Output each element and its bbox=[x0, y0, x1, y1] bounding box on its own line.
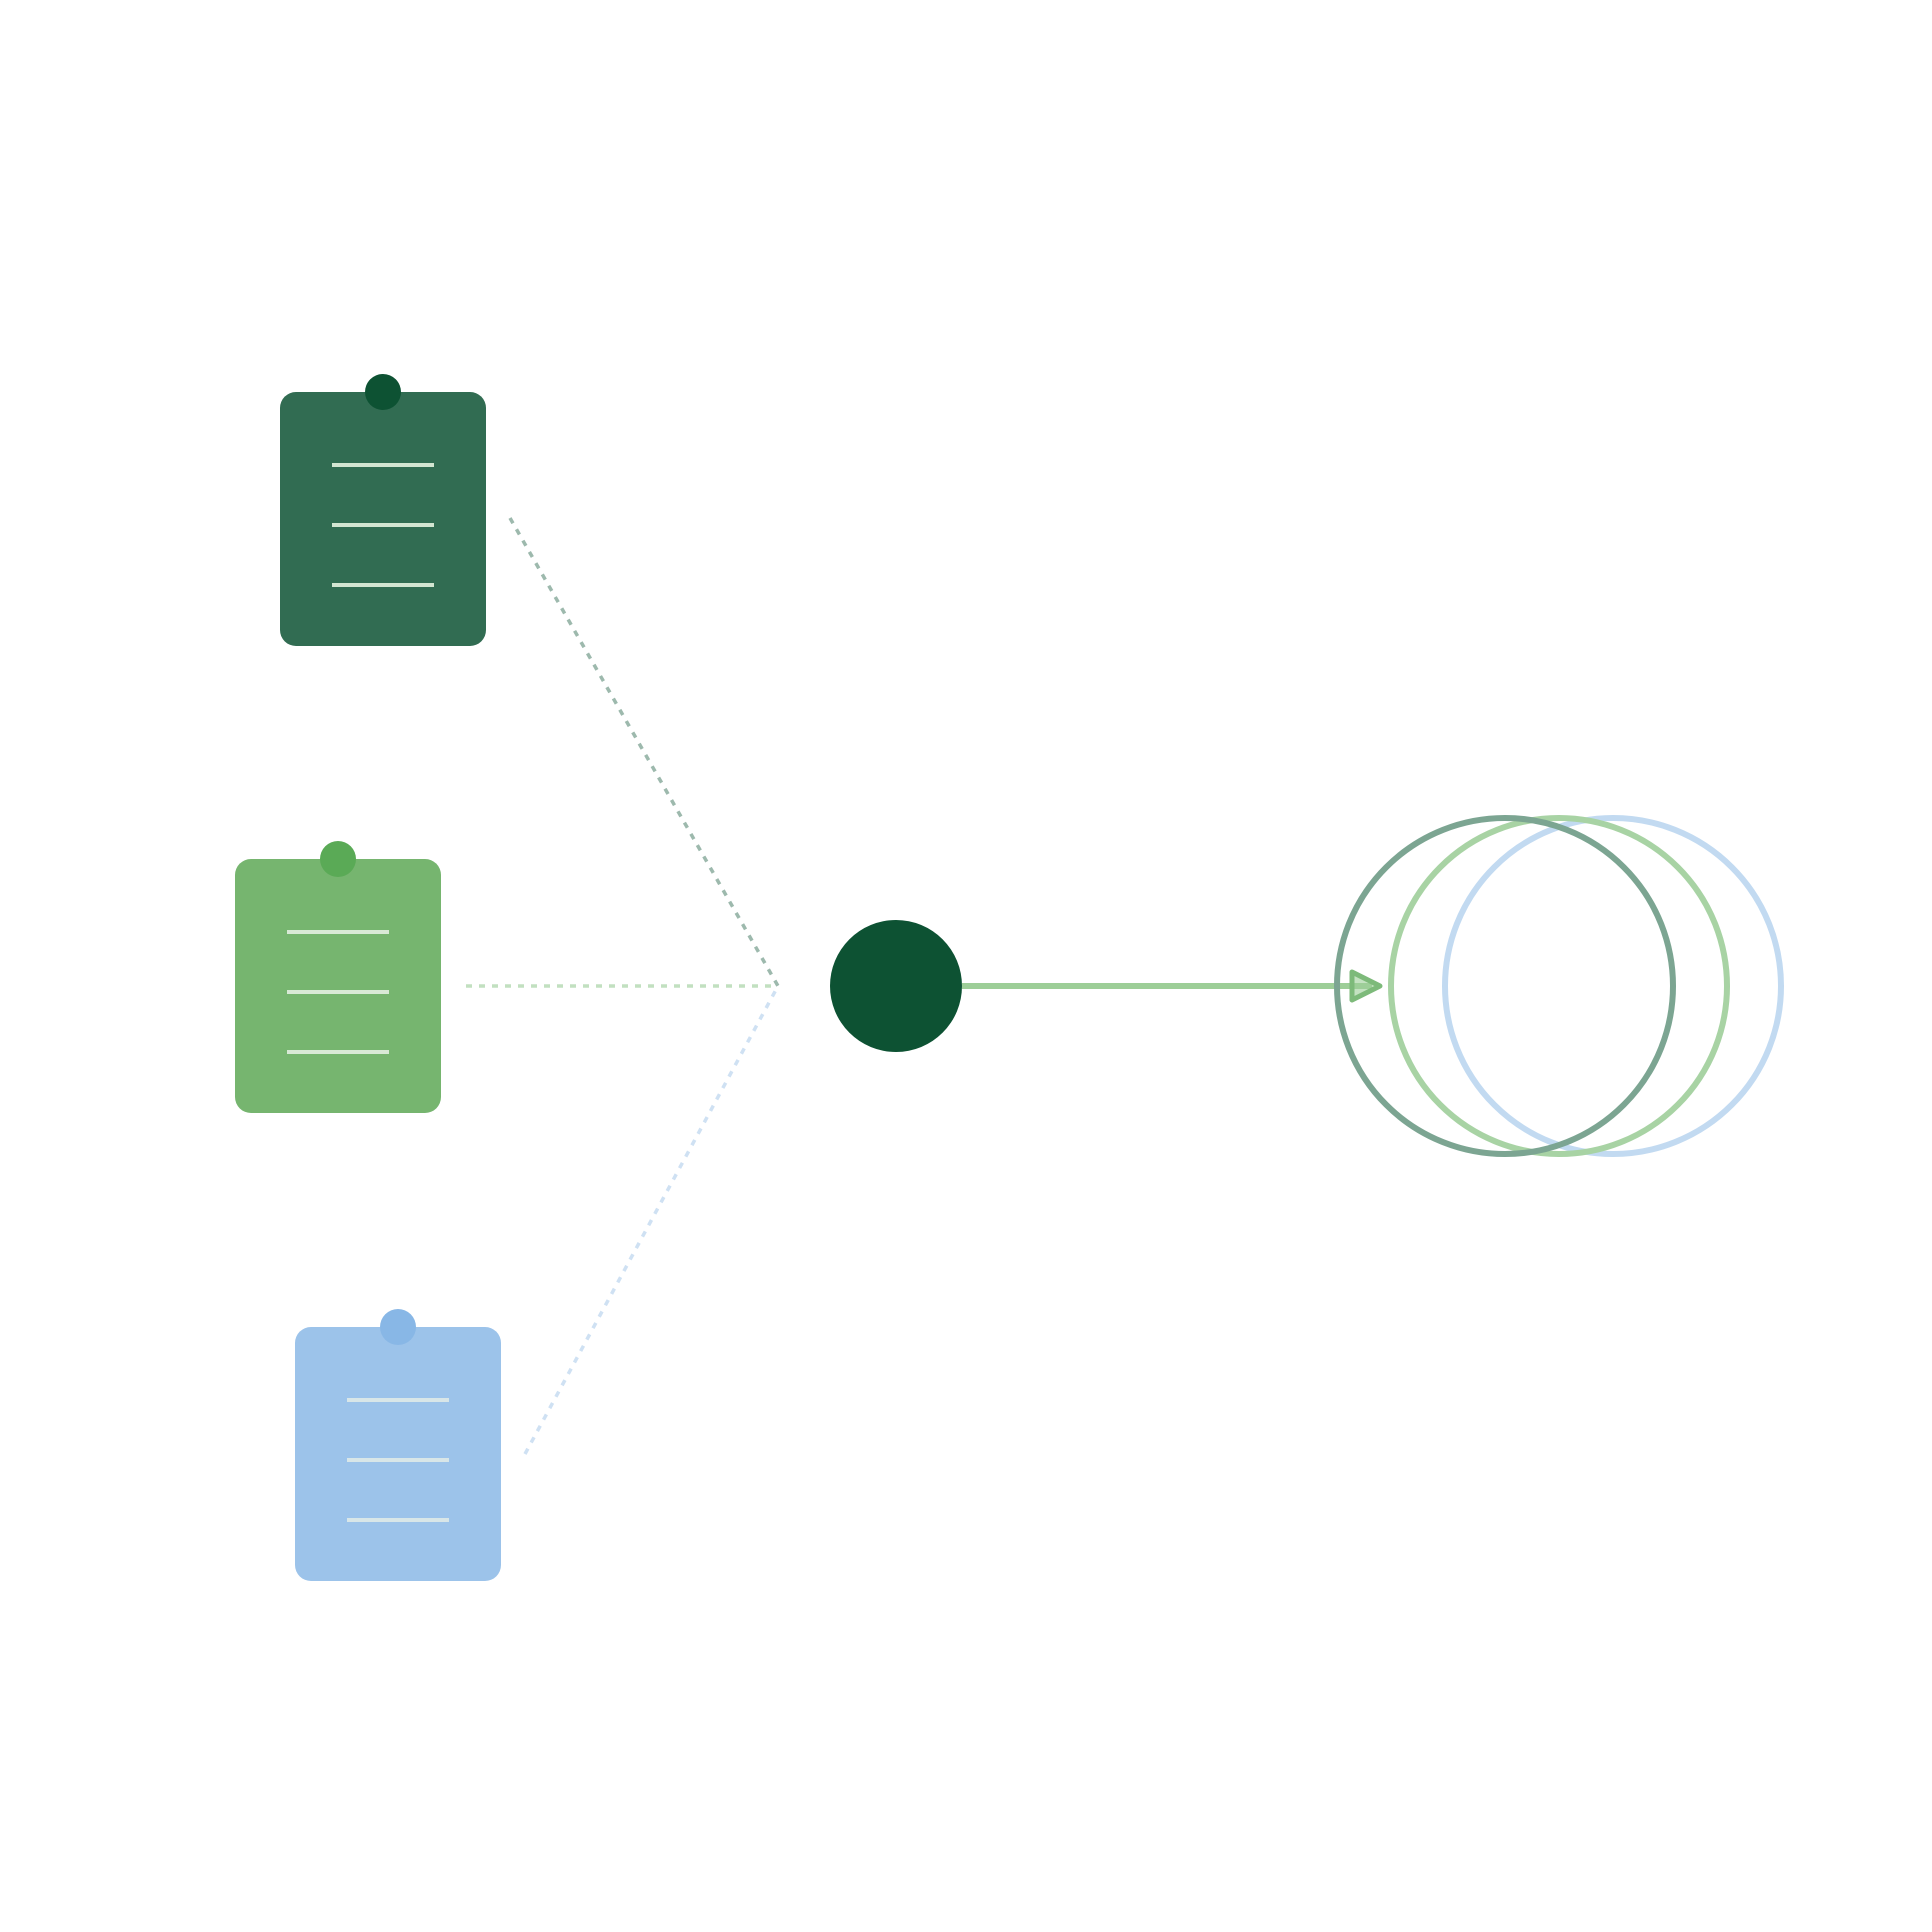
ring-dark-green bbox=[1334, 815, 1676, 1157]
output-arrow bbox=[962, 969, 1383, 1003]
output-rings bbox=[1334, 815, 1784, 1157]
clipboard-clip bbox=[320, 841, 356, 877]
ring-light-green bbox=[1388, 815, 1730, 1157]
clipboard-board bbox=[235, 859, 441, 1113]
connectors bbox=[466, 517, 780, 1455]
clipboard-icon bbox=[280, 374, 486, 646]
clipboard-clip bbox=[365, 374, 401, 410]
connector-dark-green bbox=[508, 517, 780, 987]
ring-light-blue bbox=[1442, 815, 1784, 1157]
clipboard-board bbox=[280, 392, 486, 646]
arrow-head-icon bbox=[1349, 969, 1383, 1003]
clipboard-lines bbox=[347, 1398, 449, 1522]
clipboard-lines bbox=[287, 930, 389, 1054]
clipboard-icon bbox=[235, 841, 441, 1113]
clipboard-lines bbox=[332, 463, 434, 587]
clipboard-board bbox=[295, 1327, 501, 1581]
clipboard-clip bbox=[380, 1309, 416, 1345]
connector-light-blue bbox=[523, 985, 780, 1455]
hub-node bbox=[830, 920, 962, 1052]
clipboard-icon bbox=[295, 1309, 501, 1581]
